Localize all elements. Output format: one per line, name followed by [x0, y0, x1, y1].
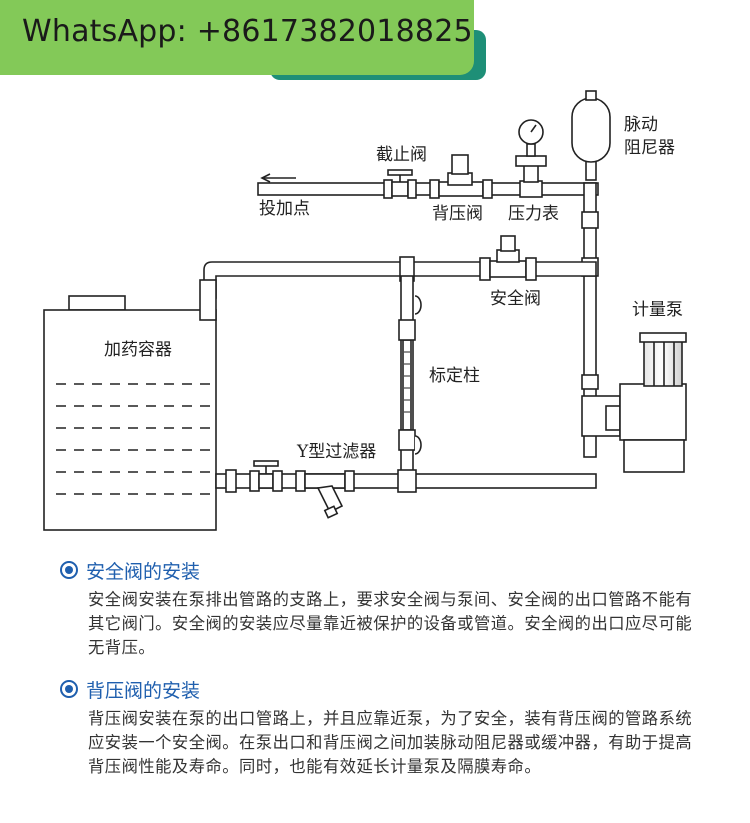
label-pulsation-damper-1: 脉动 [624, 115, 658, 135]
label-pulsation-damper-2: 阻尼器 [624, 138, 675, 158]
dosing-tank [43, 279, 217, 531]
stop-valve-suction [249, 460, 283, 492]
label-metering-pump: 计量泵 [632, 300, 683, 320]
dosing-point-arrow-icon [260, 173, 296, 183]
pulsation-damper [571, 90, 611, 181]
calibration-column [398, 275, 422, 481]
label-back-pressure-valve: 背压阀 [432, 204, 483, 224]
section-body: 安全阀安装在泵排出管路的支路上，要求安全阀与泵间、安全阀的出口管路不能有其它阀门… [88, 590, 693, 657]
whatsapp-contact-text: WhatsApp: +8617382018825 [22, 14, 473, 49]
label-stop-valve: 截止阀 [376, 145, 427, 165]
section-title: 安全阀的安装 [86, 560, 201, 583]
whatsapp-banner[interactable]: WhatsApp: +8617382018825 [0, 0, 474, 75]
safety-valve [479, 235, 537, 281]
section-title: 背压阀的安装 [86, 679, 201, 702]
label-y-strainer: Y型过滤器 [296, 442, 376, 462]
section-back-pressure-valve: 背压阀的安装 背压阀安装在泵的出口管路上，并且应靠近泵，为了安全，装有背压阀的管… [60, 676, 700, 779]
metering-pump [581, 332, 687, 473]
discharge-line-top [257, 182, 599, 196]
label-calibration-column: 标定柱 [429, 366, 480, 386]
label-dosing-tank: 加药容器 [104, 340, 172, 360]
section-safety-valve: 安全阀的安装 安全阀安装在泵排出管路的支路上，要求安全阀与泵间、安全阀的出口管路… [60, 557, 700, 660]
dosing-system-diagram: 截止阀 投加点 背压阀 压力表 脉动 阻尼器 安全阀 计量泵 加药容器 标定柱 … [43, 90, 687, 531]
tank-liquid-lines [56, 383, 210, 495]
section-body: 背压阀安装在泵的出口管路上，并且应靠近泵，为了安全，装有背压阀的管路系统应安装一… [88, 709, 693, 776]
back-pressure-valve [429, 154, 493, 199]
label-dosing-point: 投加点 [259, 199, 310, 219]
y-strainer [295, 470, 355, 519]
bullet-circle-icon [60, 561, 78, 579]
pressure-gauge [515, 119, 547, 198]
label-pressure-gauge: 压力表 [508, 204, 559, 224]
label-safety-valve: 安全阀 [490, 289, 541, 309]
calibration-column-ticks [404, 351, 410, 413]
bullet-circle-icon [60, 680, 78, 698]
stop-valve-top [383, 169, 417, 199]
